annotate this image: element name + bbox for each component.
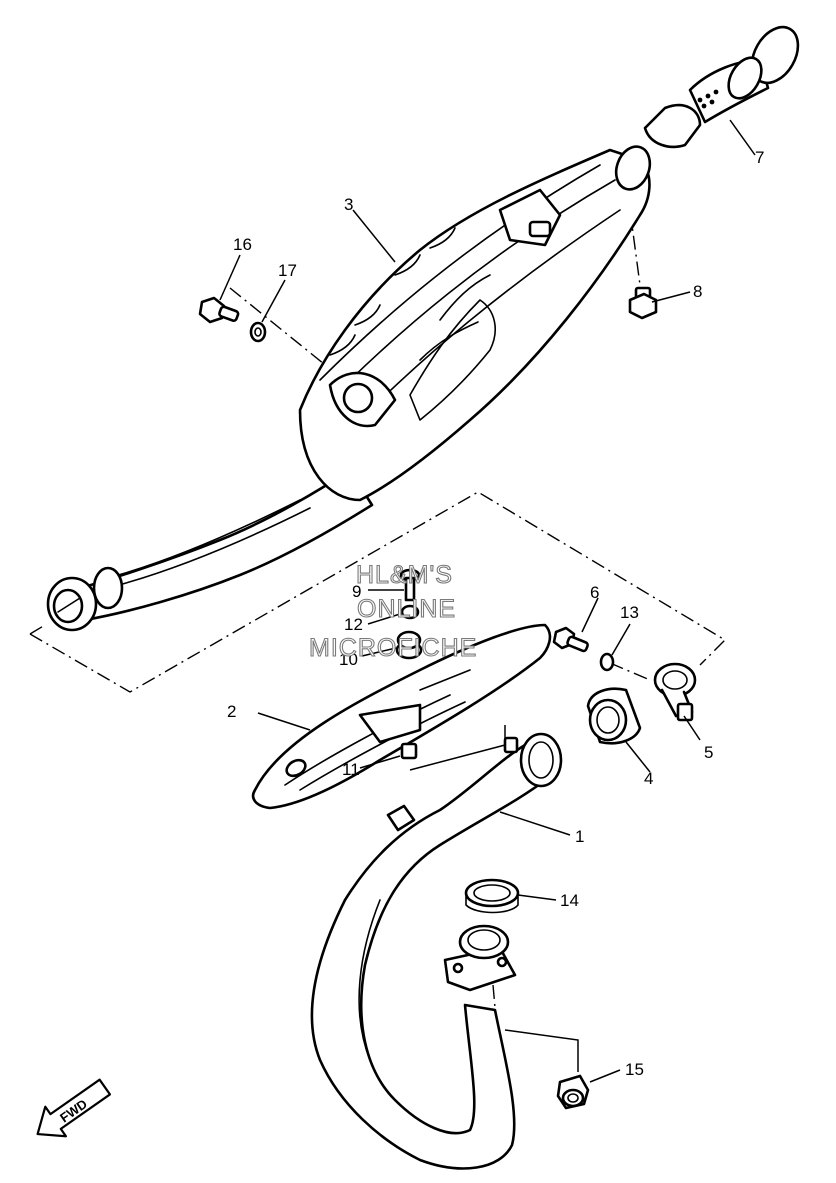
watermark-line-2: ONLINE: [357, 595, 456, 623]
callout-5: 5: [704, 743, 713, 762]
protector-guard: [251, 623, 552, 810]
exhaust-pipe: [310, 732, 563, 1170]
callouts: 1 2 3 4 5 6 7 8 9 10 11 12 13 14 15 16 1…: [227, 148, 764, 1079]
callout-17: 17: [278, 261, 297, 280]
washer-17: [249, 321, 267, 343]
callout-13: 13: [620, 603, 639, 622]
callout-3: 3: [344, 195, 353, 214]
callout-11: 11: [342, 760, 360, 779]
callout-2: 2: [227, 702, 236, 721]
collar-11: [400, 742, 418, 760]
leader-lines: [219, 119, 756, 1083]
washer-13: [599, 652, 615, 672]
bolt-16: [198, 296, 240, 324]
gasket-ring: [464, 878, 520, 914]
nut-15: [556, 1074, 590, 1110]
watermark: HL&M'S ONLINE MICROFICHE: [308, 560, 477, 662]
callout-8: 8: [693, 282, 702, 301]
callout-7: 7: [755, 148, 764, 167]
callout-12: 12: [344, 615, 363, 634]
gasket-sleeve: [586, 687, 642, 745]
fwd-arrow-icon: FWD: [36, 1078, 112, 1138]
callout-10: 10: [339, 650, 358, 669]
callout-15: 15: [625, 1060, 644, 1079]
callout-4: 4: [644, 769, 653, 788]
bolt-6: [552, 626, 589, 653]
watermark-line-3: MICROFICHE: [309, 634, 477, 662]
muffler: [46, 145, 652, 632]
callout-9: 9: [352, 582, 361, 601]
watermark-line-1: HL&M'S: [356, 561, 453, 589]
callout-1: 1: [575, 827, 584, 846]
clamp: [653, 662, 697, 722]
bolt-8: [628, 286, 658, 320]
callout-14: 14: [560, 891, 579, 910]
washer-12: [400, 604, 420, 620]
screw-9: [399, 568, 421, 602]
spark-arrester: [643, 25, 800, 149]
grommet-10: [395, 630, 423, 660]
callout-6: 6: [590, 583, 599, 602]
callout-16: 16: [233, 235, 252, 254]
